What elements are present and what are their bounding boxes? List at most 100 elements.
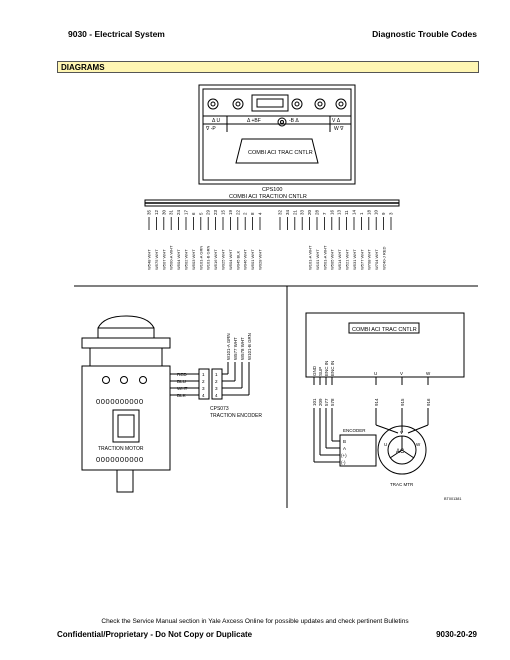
top-right-wire-label-4: W514 WHT: [337, 249, 342, 270]
signal-gnd: GND: [312, 365, 317, 376]
top-right-pin-10: 10: [374, 209, 379, 215]
top-left-wire-label-4: W504 WHT: [176, 249, 181, 270]
top-left-wire-label-11: W504 WHT: [228, 249, 233, 270]
section-heading: DIAGRAMS: [61, 63, 105, 72]
top-left-pin-30: 30: [161, 209, 166, 215]
phase-u: U: [374, 371, 377, 376]
top-right-pin-16: 16: [329, 209, 334, 215]
top-left-wire-label-2: W507 WHT: [161, 249, 166, 270]
top-right-pin-14: 14: [352, 209, 357, 215]
encoder-wire-2: W577 WHT: [233, 337, 238, 360]
controller-terminals: [207, 98, 347, 127]
footer-confidential: Confidential/Proprietary - Do Not Copy o…: [57, 630, 253, 639]
header-right-title: Diagnostic Trouble Codes: [372, 29, 477, 39]
phase-wire-914: 914: [374, 398, 379, 406]
schematic-controller-label-box: [348, 322, 420, 334]
phase-w: W: [426, 371, 431, 376]
top-right-wire-label-6: W531 WHT: [352, 249, 357, 270]
top-connector-housing: [144, 199, 400, 207]
phase-wire-916: 916: [426, 398, 431, 406]
encoder-pin-plus: (+): [341, 453, 347, 458]
wire-color-red: RED: [177, 372, 187, 377]
wire-color-wht: WHT: [177, 386, 188, 391]
top-left-pin-2: 2: [243, 212, 248, 215]
trac-mtr-label: TRAC MTR: [390, 482, 414, 487]
footer-page-number: 9030-20-29: [436, 630, 477, 639]
top-left-pin-19: 19: [228, 209, 233, 215]
top-connector-id: CPS100: [262, 187, 283, 193]
motor-fin-rows: 0000000000 0000000000: [96, 397, 144, 464]
signal-enc-in-2: ENC IN: [330, 361, 335, 376]
top-left-wire-label-15: W028 WHT: [258, 249, 263, 270]
terminal-label-w: W ∇: [334, 126, 344, 132]
motor-phase-u: U: [384, 442, 387, 447]
signal-enc-in-1: ENC IN: [324, 361, 329, 376]
top-left-wire-label-1: W575 WHT: [154, 249, 159, 270]
encoder-pin-minus: (-): [341, 460, 346, 465]
figure-id: BT001381: [444, 497, 462, 501]
top-left-pin-29: 29: [206, 209, 211, 215]
top-left-wire-label-10: W025 WHT: [221, 249, 226, 270]
top-right-wire-label-0: W101-A WHT: [308, 245, 313, 270]
cps073-pin-2: 2: [202, 379, 205, 384]
top-right-pin-20: 20: [307, 209, 312, 215]
terminal-label-b: -B Δ: [289, 118, 299, 124]
top-left-wire-label-7: W101-A GRN: [198, 246, 203, 270]
top-left-pin-15: 15: [221, 209, 226, 215]
enc-wire-578: 578: [330, 398, 335, 406]
top-controller-label: COMBI ACI TRAC CNTLR: [248, 150, 313, 156]
top-right-wire-label-8: W708 WHT: [367, 249, 372, 270]
top-left-wire-label-6: W503 WHT: [191, 249, 196, 270]
encoder-wire-1: W101-A GRN: [226, 333, 231, 360]
cps073-pin-3: 3: [202, 386, 205, 391]
top-left-wire-label-14: W501 WHT: [250, 249, 255, 270]
encoder-wire-4: W101-B GRN: [247, 333, 252, 360]
cps073-pin-1b: 1: [215, 372, 218, 377]
top-right-wire-label-5: W521 WHT: [345, 249, 350, 270]
top-left-pin-35: 35: [147, 209, 152, 215]
top-right-wire-label-1: W101 WHT: [315, 249, 320, 270]
phase-wire-915: 915: [400, 398, 405, 406]
motor-phase-w: W: [416, 442, 421, 447]
top-connector-name: COMBI ACI TRACTION CNTLR: [229, 194, 307, 200]
encoder-label: ENCODER: [343, 428, 366, 433]
encoder-wire-3: W578 WHT: [240, 337, 245, 360]
top-left-wire-label-13: W046 WHT: [243, 249, 248, 270]
top-right-pin-18: 18: [366, 209, 371, 215]
top-left-pin-6: 6: [191, 212, 196, 215]
top-right-wire-label-2: W501-A WHT: [322, 245, 327, 270]
phase-v: V: [400, 371, 403, 376]
cps073-pin-4b: 4: [215, 393, 218, 398]
svg-text:0000000000: 0000000000: [96, 397, 144, 406]
top-right-pin-3: 3: [389, 212, 394, 215]
top-left-wire-label-12: W045 BLK: [235, 251, 240, 270]
svg-text:0000000000: 0000000000: [96, 455, 144, 464]
top-right-pin-11: 11: [344, 210, 349, 215]
top-left-wire-label-0: W548 WHT: [147, 249, 152, 270]
top-right-wire-label-10: W240-J RED: [382, 247, 387, 270]
traction-motor-label: TRACTION MOTOR: [98, 446, 144, 452]
section-heading-bar: DIAGRAMS: [57, 61, 479, 73]
top-left-pin-31: 31: [169, 209, 174, 215]
cps073-pin-3b: 3: [215, 386, 218, 391]
top-right-pin-1: 1: [359, 212, 364, 215]
header-left-title: 9030 - Electrical System: [68, 29, 165, 39]
top-right-pin-7: 7: [322, 212, 327, 215]
top-left-pin-8: 8: [250, 212, 255, 215]
schematic-controller-label: COMBI ACI TRAC CNTLR: [352, 327, 417, 333]
terminal-label-v: V Δ: [332, 118, 341, 124]
encoder-pin-b: B: [343, 439, 346, 444]
enc-wire-209: 209: [318, 398, 323, 406]
terminal-label-bf: Δ +BF: [247, 118, 261, 124]
terminal-label-u: Δ U: [212, 118, 220, 124]
top-left-wire-label-9: W516 WHT: [213, 249, 218, 270]
cps073-id: CPS073: [210, 406, 229, 412]
top-left-wire-label-3: W500-A WHT: [169, 245, 174, 270]
top-controller-outline: [198, 84, 356, 185]
cps073-pin-2b: 2: [215, 379, 218, 384]
wire-color-blu: BLU: [177, 379, 186, 384]
traction-motor-drawing: [81, 315, 171, 493]
encoder-pin-a: A: [343, 446, 346, 451]
wire-color-blk: BLK: [177, 393, 187, 398]
